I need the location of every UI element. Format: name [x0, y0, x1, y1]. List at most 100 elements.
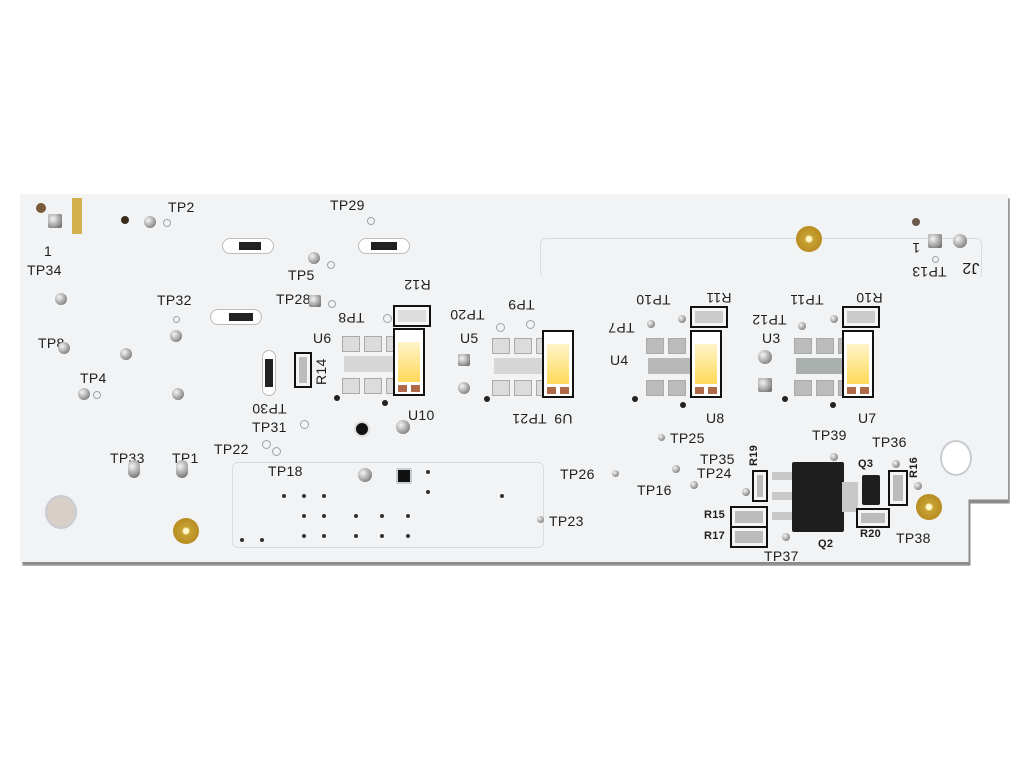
via	[121, 216, 129, 224]
tp22-label: TP22	[214, 441, 249, 457]
q3-label: Q3	[858, 458, 874, 470]
solder-pad	[537, 516, 544, 523]
via	[260, 538, 264, 542]
via	[484, 396, 490, 402]
u7-label: U7	[858, 410, 877, 426]
resistor-r16	[888, 470, 908, 506]
solder-pad	[144, 216, 156, 228]
via	[322, 534, 326, 538]
square-pad	[758, 378, 772, 392]
via-hole	[354, 421, 370, 437]
solder-pad	[55, 293, 67, 305]
u4-label: U4	[610, 352, 629, 368]
tp37-label: TP37	[764, 548, 799, 564]
resistor-r11	[690, 306, 728, 328]
gold-mounting-pad	[916, 494, 942, 520]
via	[334, 395, 340, 401]
led-u7	[842, 330, 874, 398]
tp10-label: TP10	[636, 292, 671, 308]
tp5-label: TP5	[288, 267, 315, 283]
solder-pad	[308, 252, 320, 264]
via	[830, 402, 836, 408]
solder-pad	[678, 315, 686, 323]
r17-label: R17	[704, 530, 726, 542]
solder-pad	[172, 388, 184, 400]
tp38-label: TP38	[896, 530, 931, 546]
connector-strip	[72, 198, 82, 234]
test-point	[496, 323, 505, 332]
gold-mounting-pad	[796, 226, 822, 252]
solder-pad	[953, 234, 967, 248]
tp26-label: TP26	[560, 466, 595, 482]
solder-pad	[798, 322, 806, 330]
transistor-lead	[772, 512, 794, 520]
tp8-left-label: TP8	[38, 335, 65, 351]
test-point	[367, 217, 375, 225]
solder-pad	[176, 460, 188, 478]
led-u9	[542, 330, 574, 398]
solder-pad	[830, 315, 838, 323]
via	[382, 400, 388, 406]
resistor-r20	[856, 508, 890, 528]
resistor-r19	[752, 470, 768, 502]
test-point	[327, 261, 335, 269]
tp23-label: TP23	[549, 513, 584, 529]
via	[500, 494, 504, 498]
ic-u3	[792, 338, 862, 396]
test-point	[328, 300, 336, 308]
test-point	[526, 320, 535, 329]
transistor-q3	[862, 475, 880, 505]
via	[302, 514, 306, 518]
via	[36, 203, 46, 213]
transistor-q2	[792, 462, 844, 532]
test-point	[93, 391, 101, 399]
transistor-tab	[842, 482, 858, 512]
square-pad	[309, 295, 321, 307]
tp2-label: TP2	[168, 199, 195, 215]
solder-pad	[58, 342, 70, 354]
tp9-label: TP9	[508, 297, 535, 313]
tp20-label: TP20	[450, 307, 485, 323]
via	[406, 534, 410, 538]
r16-label: R16	[908, 456, 920, 478]
tp35-label: TP35	[700, 451, 735, 467]
resistor-r14	[294, 352, 312, 388]
tp24-label: TP24	[697, 465, 732, 481]
q2-label: Q2	[818, 538, 834, 550]
solder-pad	[758, 350, 772, 364]
solder-pad	[170, 330, 182, 342]
solder-pad	[742, 488, 750, 496]
component-slot	[222, 238, 274, 254]
via	[912, 218, 920, 226]
solder-pad	[396, 420, 410, 434]
solder-pad	[358, 468, 372, 482]
tp8-label: TP8	[338, 310, 365, 326]
solder-pad	[914, 482, 922, 490]
test-point	[932, 256, 939, 263]
resistor-r17	[730, 526, 768, 548]
solder-pad	[892, 460, 900, 468]
solder-pad	[690, 481, 698, 489]
via	[354, 514, 358, 518]
via	[680, 402, 686, 408]
via	[322, 494, 326, 498]
tp31-label: TP31	[252, 419, 287, 435]
test-point	[163, 219, 171, 227]
transistor-lead	[772, 472, 794, 480]
r15-label: R15	[704, 509, 726, 521]
square-pad	[48, 214, 62, 228]
solder-pad	[458, 382, 470, 394]
tp7-label: TP7	[608, 320, 635, 336]
mounting-hole	[45, 495, 77, 529]
tp39-label: TP39	[812, 427, 847, 443]
solder-pad	[128, 460, 140, 478]
j2-label: J2	[962, 259, 980, 276]
r11-label: R11	[706, 290, 732, 306]
via	[282, 494, 286, 498]
tp16-label: TP16	[637, 482, 672, 498]
via	[380, 514, 384, 518]
mounting-hole	[940, 440, 972, 476]
test-point	[300, 420, 309, 429]
tp29-label: TP29	[330, 197, 365, 213]
trace-outline	[232, 462, 544, 548]
